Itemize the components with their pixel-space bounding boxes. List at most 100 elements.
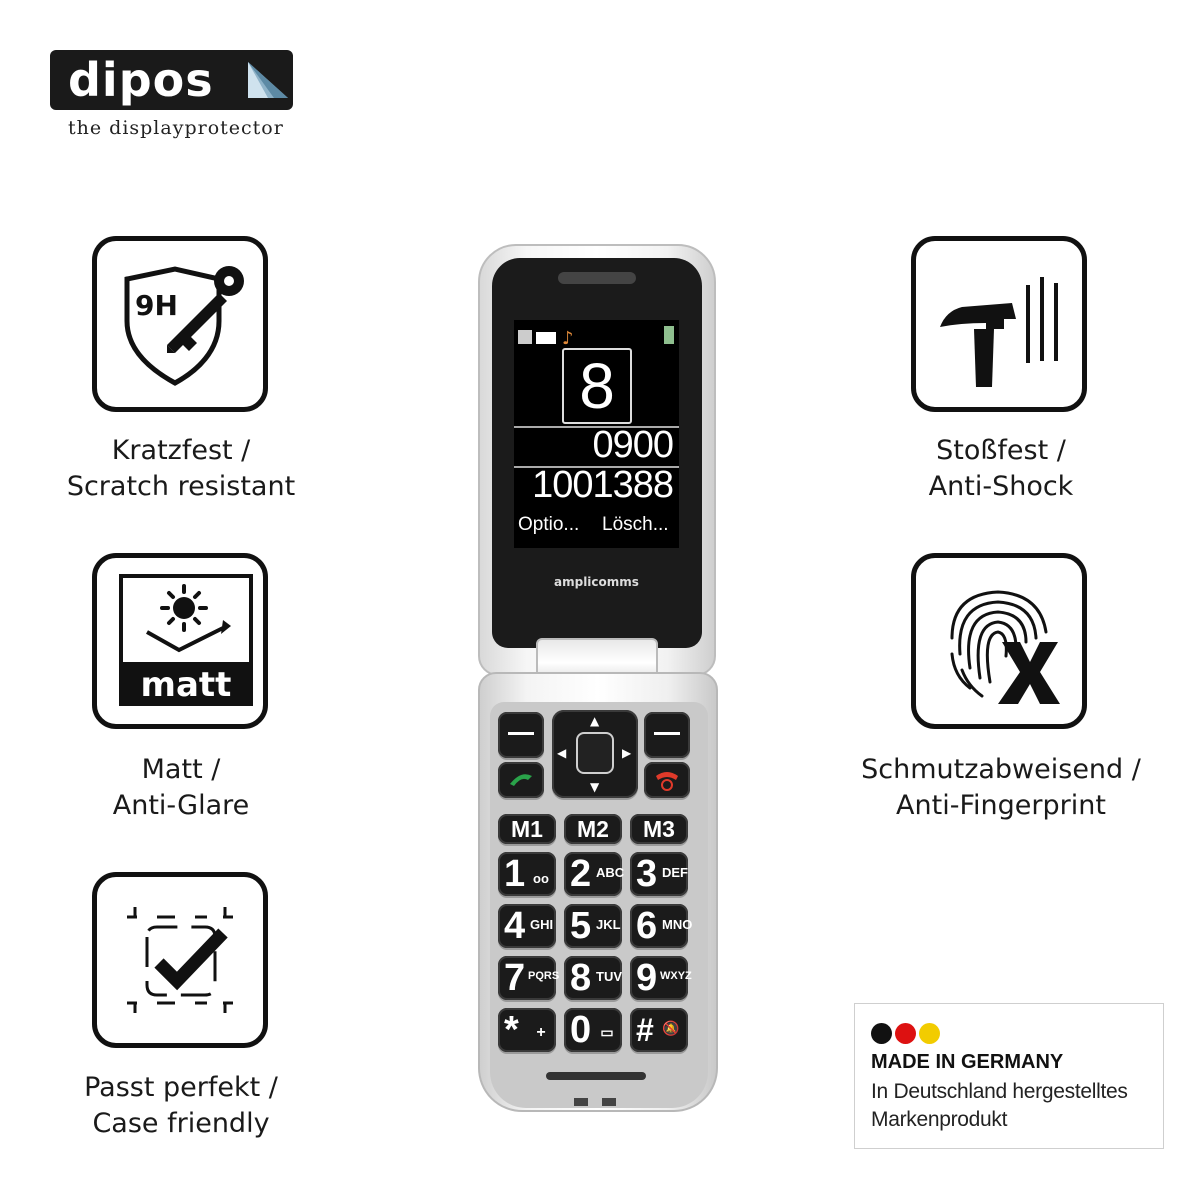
key-8[interactable]: 8 TUV bbox=[564, 956, 622, 1000]
charging-contact-right bbox=[602, 1098, 616, 1106]
key-3-digit: 3 bbox=[636, 853, 658, 895]
key-6-letters: MNO bbox=[662, 917, 693, 932]
key-8-digit: 8 bbox=[570, 957, 592, 999]
memory-key-m3[interactable]: M3 bbox=[630, 814, 688, 844]
brand-logo-text: dipos bbox=[68, 53, 214, 107]
made-in-germany-box: MADE IN GERMANY In Deutschland hergestel… bbox=[854, 1003, 1164, 1149]
made-in-germany-line1: In Deutschland hergestelltes bbox=[871, 1080, 1128, 1103]
key-4-letters: GHI bbox=[530, 917, 554, 932]
flag-dot-red bbox=[895, 1023, 916, 1044]
key-hash-symbol: # bbox=[636, 1012, 654, 1048]
fit-label-en: Case friendly bbox=[92, 1108, 270, 1139]
matt-label-de: Matt / bbox=[141, 754, 221, 785]
left-softkey[interactable] bbox=[498, 712, 544, 758]
check-frame-icon bbox=[127, 907, 233, 1013]
shock-label-en: Anti-Shock bbox=[928, 471, 1074, 502]
screen-divider-2 bbox=[514, 466, 679, 468]
scratch-feature-label: Kratzfest / Scratch resistant bbox=[31, 433, 331, 505]
matt-label-en: Anti-Glare bbox=[112, 790, 250, 821]
key-9-digit: 9 bbox=[636, 957, 658, 999]
softkey-left-label: Optio... bbox=[518, 514, 580, 535]
page-curl-icon bbox=[248, 62, 288, 98]
key-0-sub: ▭ bbox=[600, 1024, 614, 1040]
key-star-sub: + bbox=[536, 1024, 546, 1041]
key-1-letters: oo bbox=[533, 871, 549, 886]
ok-button[interactable] bbox=[576, 732, 614, 774]
phone-display: ♪ 8 0900 1001388 Optio... Lösch... bbox=[514, 320, 679, 548]
key-1[interactable]: 1 oo bbox=[498, 852, 556, 896]
matt-badge: matt bbox=[141, 665, 232, 705]
key-hash-sub: 🔕 bbox=[662, 1020, 680, 1036]
key-5-letters: JKL bbox=[596, 917, 621, 932]
key-5-digit: 5 bbox=[570, 905, 592, 947]
key-2-letters: ABC bbox=[596, 865, 625, 880]
screen-divider bbox=[514, 426, 679, 428]
nav-left-icon[interactable]: ◀ bbox=[557, 746, 567, 760]
key-7-letters: PQRS bbox=[528, 970, 560, 982]
fit-label-de: Passt perfekt / bbox=[84, 1072, 278, 1103]
shock-feature-icon-box bbox=[911, 236, 1087, 412]
call-button[interactable] bbox=[498, 762, 544, 798]
shock-label-de: Stoßfest / bbox=[936, 435, 1066, 466]
scratch-feature-icon-box: 9H bbox=[92, 236, 268, 412]
fingerprint-feature-icon-box bbox=[911, 553, 1087, 729]
fit-feature-label: Passt perfekt / Case friendly bbox=[31, 1070, 331, 1142]
key-star[interactable]: *+ bbox=[498, 1008, 556, 1052]
nav-down-icon[interactable]: ▼ bbox=[590, 780, 600, 794]
key-hash[interactable]: #🔕 bbox=[630, 1008, 688, 1052]
softkey-right-label: Lösch... bbox=[602, 514, 669, 535]
made-in-germany-line2: Markenprodukt bbox=[871, 1108, 1008, 1131]
matt-feature-label: Matt / Anti-Glare bbox=[31, 752, 331, 824]
made-in-germany-title: MADE IN GERMANY bbox=[871, 1051, 1064, 1073]
brand-tagline: the displayprotector bbox=[68, 117, 284, 139]
status-bar-icons: ♪ bbox=[518, 326, 674, 349]
sun-matt-icon: matt bbox=[119, 574, 253, 706]
fingerprint-label-en: Anti-Fingerprint bbox=[896, 790, 1106, 821]
flip-phone: ♪ 8 0900 1001388 Optio... Lösch... ampli… bbox=[470, 240, 730, 1120]
battery-icon bbox=[664, 326, 674, 344]
nav-right-icon[interactable]: ▶ bbox=[622, 746, 632, 760]
message-icon bbox=[536, 332, 556, 344]
memory-key-m2[interactable]: M2 bbox=[564, 814, 622, 844]
key-9-letters: WXYZ bbox=[660, 970, 692, 982]
key-5[interactable]: 5 JKL bbox=[564, 904, 622, 948]
big-digit: 8 bbox=[579, 350, 615, 422]
key-8-letters: TUV bbox=[596, 969, 622, 984]
key-3[interactable]: 3 DEF bbox=[630, 852, 688, 896]
microphone-slot bbox=[546, 1072, 646, 1080]
key-6[interactable]: 6 MNO bbox=[630, 904, 693, 948]
flag-dot-black bbox=[871, 1023, 892, 1044]
key-4[interactable]: 4 GHI bbox=[498, 904, 556, 948]
memory-key-m1[interactable]: M1 bbox=[498, 814, 556, 844]
end-call-button[interactable] bbox=[644, 762, 690, 798]
right-softkey[interactable] bbox=[644, 712, 690, 758]
phone-green-icon bbox=[510, 774, 532, 786]
key-1-digit: 1 bbox=[504, 853, 526, 895]
scratch-label-en: Scratch resistant bbox=[66, 471, 296, 502]
key-3-letters: DEF bbox=[662, 865, 688, 880]
big-digit-frame bbox=[562, 348, 632, 424]
fit-feature-icon-box bbox=[92, 872, 268, 1048]
matt-feature-icon-box: matt bbox=[92, 553, 268, 729]
phone-earpiece bbox=[558, 272, 636, 284]
key-7-digit: 7 bbox=[504, 957, 526, 999]
key-0[interactable]: 0▭ bbox=[564, 1008, 622, 1052]
fingerprint-x-icon bbox=[950, 590, 1060, 704]
nav-up-icon[interactable]: ▲ bbox=[590, 714, 600, 728]
key-6-digit: 6 bbox=[636, 905, 658, 947]
dial-number-line1: 0900 bbox=[592, 424, 674, 466]
flag-dot-gold bbox=[919, 1023, 940, 1044]
charging-contact-left bbox=[574, 1098, 588, 1106]
fingerprint-feature-label: Schmutzabweisend / Anti-Fingerprint bbox=[851, 752, 1151, 824]
hammer-icon bbox=[940, 277, 1058, 387]
shield-key-icon: 9H bbox=[124, 266, 244, 386]
navigation-pad[interactable]: ▲ ▼ ◀ ▶ bbox=[552, 710, 638, 798]
shock-feature-label: Stoßfest / Anti-Shock bbox=[851, 433, 1151, 505]
key-4-digit: 4 bbox=[504, 905, 526, 947]
key-0-digit: 0 bbox=[570, 1009, 592, 1051]
music-note-icon: ♪ bbox=[562, 328, 574, 349]
scratch-badge: 9H bbox=[135, 289, 178, 322]
